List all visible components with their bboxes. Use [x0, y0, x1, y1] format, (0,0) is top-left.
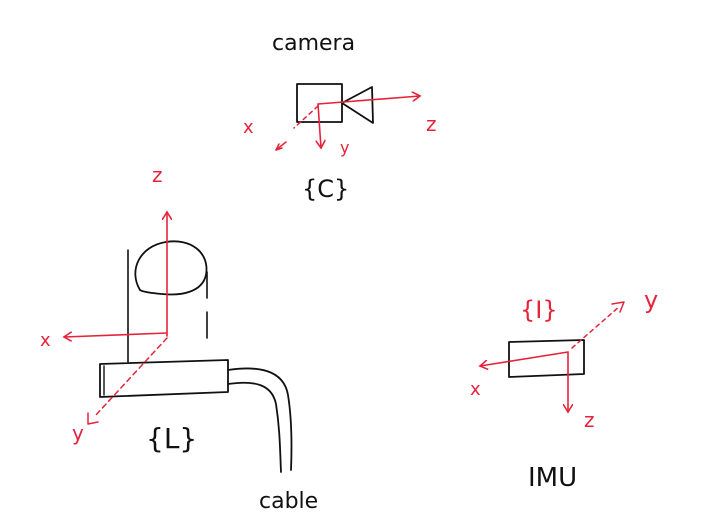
- camera-x-axis: [275, 105, 319, 151]
- lidar-x-label: x: [40, 330, 51, 351]
- lidar-x-axis: [64, 333, 168, 337]
- camera-y-axis: [318, 103, 321, 148]
- lidar-frame-label: {L}: [146, 422, 197, 455]
- cable-label: cable: [259, 489, 318, 514]
- imu-z-label: z: [584, 408, 595, 432]
- lidar-base: [99, 359, 229, 398]
- lidar-head: [127, 240, 208, 363]
- imu-group: {I} y x z IMU: [470, 286, 658, 493]
- camera-group: camera z x y {C}: [243, 31, 437, 203]
- imu-x-axis: [480, 351, 569, 366]
- lidar-y-label: y: [72, 421, 84, 445]
- lidar-cable: [227, 367, 293, 473]
- camera-x-label: x: [243, 117, 254, 138]
- imu-title: IMU: [528, 463, 577, 493]
- camera-z-axis: [317, 96, 420, 105]
- camera-title: camera: [272, 31, 355, 56]
- camera-body: [296, 83, 374, 124]
- imu-body: [508, 339, 585, 378]
- imu-frame-label: {I}: [520, 296, 558, 324]
- lidar-y-axis: [87, 337, 168, 425]
- camera-frame-label: {C}: [302, 175, 349, 203]
- lidar-z-label: z: [152, 163, 163, 187]
- imu-x-label: x: [470, 379, 481, 400]
- lidar-group: z x y {L} cable: [40, 163, 318, 514]
- camera-z-label: z: [426, 112, 437, 136]
- imu-y-axis: [571, 301, 625, 349]
- camera-y-label: y: [340, 138, 349, 157]
- imu-y-label: y: [644, 286, 658, 314]
